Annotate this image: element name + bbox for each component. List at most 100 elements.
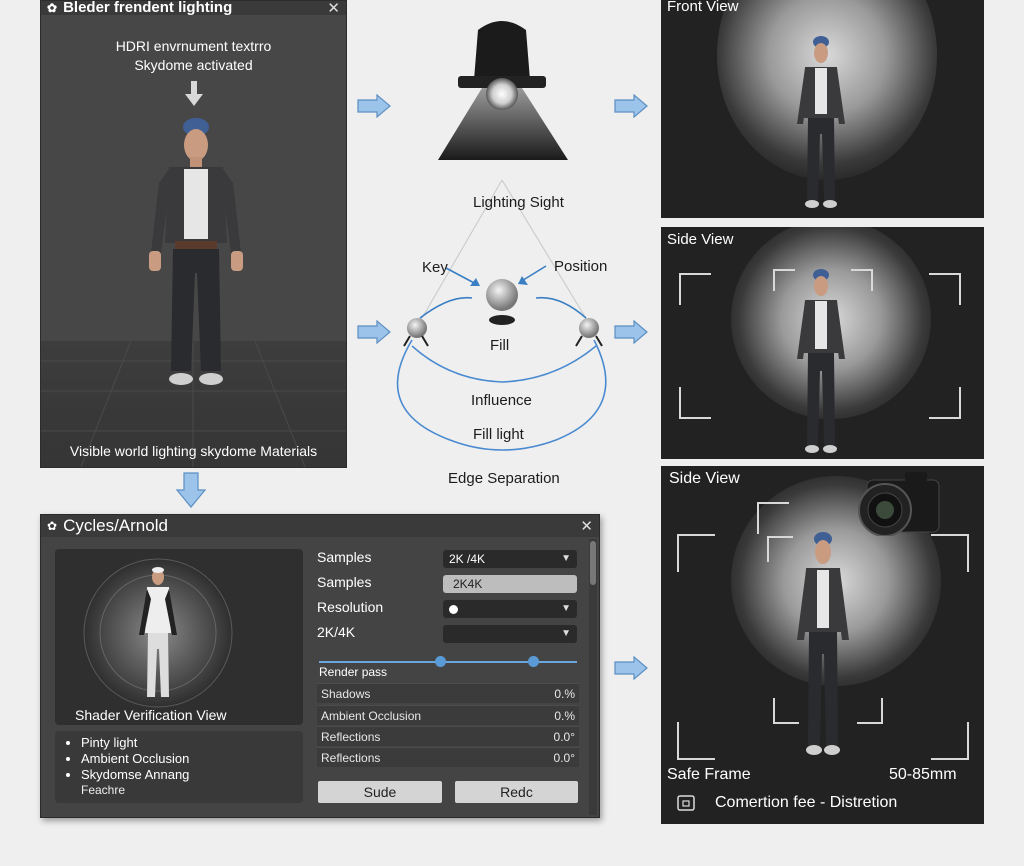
prop-label-samples-2: Samples bbox=[317, 574, 372, 590]
render-button[interactable]: Redc bbox=[455, 781, 578, 803]
scrollbar-thumb[interactable] bbox=[590, 541, 596, 585]
camera-settings-icon[interactable] bbox=[675, 792, 697, 814]
position-label: Position bbox=[554, 258, 608, 275]
panel-caption: Visible world lighting skydome Materials bbox=[69, 443, 318, 459]
samples-input[interactable]: 2K4K bbox=[443, 575, 577, 593]
front-view-panel: Front View bbox=[661, 0, 984, 218]
right-arrow-icon bbox=[614, 656, 648, 680]
row-label: Reflections bbox=[321, 750, 381, 765]
character-figure bbox=[797, 269, 845, 453]
right-arrow-icon bbox=[357, 320, 391, 344]
render-pass-row[interactable]: Reflections 0.0° bbox=[317, 747, 579, 767]
fill-label: Fill bbox=[490, 337, 510, 354]
frame-corner bbox=[677, 722, 715, 760]
fill-light-label: Fill light bbox=[473, 426, 524, 443]
frame-corner bbox=[773, 269, 795, 291]
edge-separation-label: Edge Separation bbox=[448, 470, 560, 487]
right-arrow-icon bbox=[614, 320, 648, 344]
down-arrow-icon bbox=[176, 472, 206, 508]
row-label: Ambient Occlusion bbox=[321, 708, 422, 723]
prop-label-2k4k: 2K/4K bbox=[317, 624, 356, 640]
camera-icon bbox=[858, 472, 940, 536]
list-item: Pinty light bbox=[81, 735, 303, 751]
side-view-2-title: Side View bbox=[669, 470, 740, 487]
shader-preview: Shader Verification View bbox=[55, 549, 303, 725]
right-arrow-icon bbox=[357, 94, 391, 118]
render-settings-panel: ✿ Cycles/Arnold ✕ Shader Verification Vi… bbox=[40, 514, 600, 818]
character-figure bbox=[797, 532, 849, 755]
row-label: Shadows bbox=[321, 686, 371, 701]
row-label: Reflections bbox=[321, 729, 381, 744]
list-item: Ambient Occlusion bbox=[81, 751, 303, 767]
right-arrow-icon bbox=[614, 94, 648, 118]
close-icon[interactable]: ✕ bbox=[580, 518, 593, 535]
render-pass-row[interactable]: Shadows 0.% bbox=[317, 683, 579, 703]
lighting-diagram bbox=[396, 21, 607, 451]
feature-list: Pinty light Ambient Occlusion Skydomse A… bbox=[55, 731, 303, 803]
prop-label-resolution: Resolution bbox=[317, 599, 384, 615]
character-figure bbox=[149, 118, 243, 385]
row-value: 0.0° bbox=[553, 729, 575, 744]
chevron-down-icon: ▼ bbox=[561, 603, 571, 614]
resolution-select[interactable]: ▼ bbox=[443, 600, 577, 618]
row-value: 0.% bbox=[554, 708, 575, 723]
color-dot-icon bbox=[449, 604, 458, 614]
frame-corner bbox=[931, 534, 969, 572]
frame-corner bbox=[679, 273, 711, 305]
frame-corner bbox=[929, 273, 961, 305]
footer-label: Comertion fee - Distretion bbox=[715, 794, 898, 811]
lighting-sight-label: Lighting Sight bbox=[473, 194, 564, 211]
list-item: Skydomse Annang bbox=[81, 767, 303, 783]
frame-corner bbox=[931, 722, 969, 760]
side-view-title: Side View bbox=[667, 231, 734, 248]
blender-viewport-panel: ✿ Bleder frendent lighting ✕ HDRI envrnu… bbox=[40, 0, 347, 468]
side-view-panel: Side View bbox=[661, 227, 984, 459]
hdri-note: HDRI envrnument textrro Skydome activate… bbox=[41, 37, 346, 75]
down-arrow-icon bbox=[185, 81, 203, 106]
render-pass-row[interactable]: Reflections 0.0° bbox=[317, 726, 579, 746]
frame-corner bbox=[677, 534, 715, 572]
samples-select-value: 2K /4K bbox=[449, 552, 486, 566]
frame-corner bbox=[857, 698, 883, 724]
safe-frame-label: Safe Frame bbox=[667, 766, 751, 783]
slider-handle[interactable] bbox=[528, 656, 540, 667]
panel-titlebar: ✿ Bleder frendent lighting ✕ bbox=[41, 0, 346, 17]
row-value: 0.0° bbox=[553, 750, 575, 765]
slider-handle[interactable] bbox=[435, 656, 447, 667]
camera-view-panel: Side View Safe Frame 50-85mm Comertion f… bbox=[661, 466, 984, 824]
scrollbar[interactable] bbox=[589, 539, 597, 815]
viewport-floor bbox=[41, 341, 346, 467]
front-view-title: Front View bbox=[667, 0, 739, 15]
preview-render bbox=[83, 558, 233, 708]
chevron-down-icon: ▼ bbox=[561, 628, 571, 639]
preview-caption: Shader Verification View bbox=[75, 707, 227, 723]
lens-range-label: 50-85mm bbox=[889, 766, 957, 783]
panel-title: Bleder frendent lighting bbox=[63, 0, 233, 16]
sude-button[interactable]: Sude bbox=[318, 781, 442, 803]
list-subitem: Feachre bbox=[81, 783, 126, 797]
gear-icon[interactable]: ✿ bbox=[47, 519, 58, 533]
close-icon[interactable]: ✕ bbox=[327, 0, 340, 17]
range-slider[interactable] bbox=[319, 656, 577, 667]
hdri-note-line1: HDRI envrnument textrro bbox=[115, 38, 272, 54]
frame-corner bbox=[679, 387, 711, 419]
samples-input-value: 2K4K bbox=[453, 577, 483, 591]
character-figure bbox=[797, 36, 845, 208]
gear-icon[interactable]: ✿ bbox=[47, 1, 58, 15]
row-value: 0.% bbox=[554, 686, 575, 701]
render-pass-label: Render pass bbox=[319, 665, 388, 679]
chevron-down-icon: ▼ bbox=[561, 553, 571, 564]
frame-corner bbox=[773, 698, 799, 724]
key-label: Key bbox=[422, 259, 448, 276]
frame-corner bbox=[767, 536, 793, 562]
hdri-note-line2: Skydome activated bbox=[134, 57, 253, 73]
frame-corner bbox=[851, 269, 873, 291]
panel-titlebar: ✿ Cycles/Arnold ✕ bbox=[41, 515, 599, 537]
frame-corner bbox=[757, 502, 789, 534]
render-pass-row[interactable]: Ambient Occlusion 0.% bbox=[317, 705, 579, 725]
size-select[interactable]: ▼ bbox=[443, 625, 577, 643]
prop-label-samples: Samples bbox=[317, 549, 372, 565]
influence-label: Influence bbox=[471, 392, 532, 409]
panel-title: Cycles/Arnold bbox=[63, 516, 168, 535]
samples-select[interactable]: 2K /4K ▼ bbox=[443, 550, 577, 568]
